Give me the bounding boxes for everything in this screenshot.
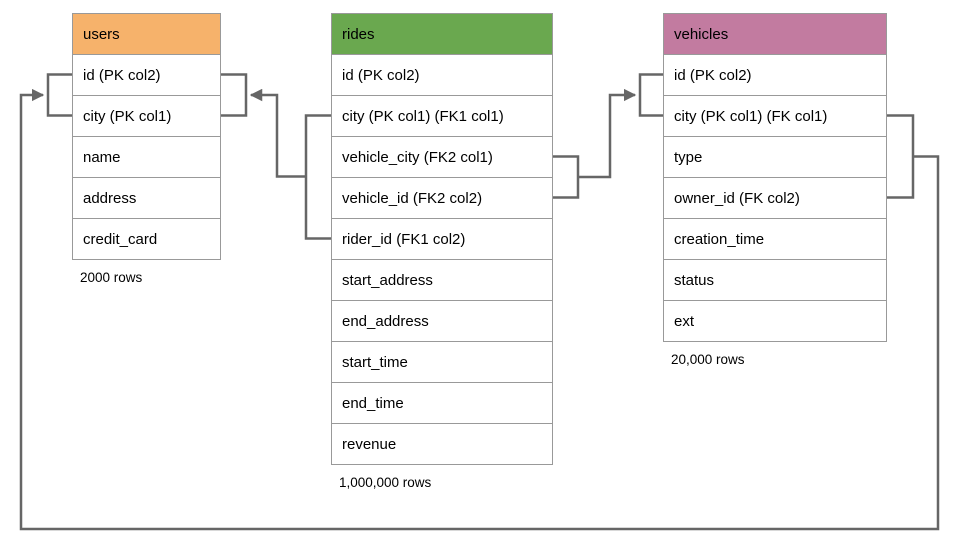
row-count-vehicles: 20,000 rows — [671, 352, 745, 367]
column-users-id: id (PK col2) — [72, 55, 221, 96]
table-users: users id (PK col2) city (PK col1) name a… — [72, 13, 221, 285]
column-vehicles-type: type — [663, 137, 887, 178]
table-header-vehicles: vehicles — [663, 13, 887, 55]
table-header-rides: rides — [331, 13, 553, 55]
column-vehicles-creation-time: creation_time — [663, 219, 887, 260]
fk2-rides-to-vehicles-arrow — [578, 88, 637, 179]
fk-vehicles-to-users-arrow — [19, 88, 940, 531]
users-left-bracket — [46, 73, 72, 117]
column-rides-city: city (PK col1) (FK1 col1) — [331, 96, 553, 137]
table-header-users: users — [72, 13, 221, 55]
column-users-credit-card: credit_card — [72, 219, 221, 260]
vehicles-left-bracket — [638, 73, 663, 117]
column-rides-revenue: revenue — [331, 424, 553, 465]
column-rides-end-address: end_address — [331, 301, 553, 342]
table-rides: rides id (PK col2) city (PK col1) (FK1 c… — [331, 13, 553, 490]
column-users-name: name — [72, 137, 221, 178]
column-vehicles-id: id (PK col2) — [663, 55, 887, 96]
fk1-rides-to-users-arrow — [249, 88, 306, 178]
rides-right-bracket — [553, 155, 580, 199]
column-rides-id: id (PK col2) — [331, 55, 553, 96]
column-users-address: address — [72, 178, 221, 219]
row-count-rides: 1,000,000 rows — [339, 475, 432, 490]
table-vehicles: vehicles id (PK col2) city (PK col1) (FK… — [663, 13, 887, 367]
column-vehicles-owner-id: owner_id (FK col2) — [663, 178, 887, 219]
column-rides-vehicle-city: vehicle_city (FK2 col1) — [331, 137, 553, 178]
users-right-bracket — [221, 73, 248, 117]
column-rides-rider-id: rider_id (FK1 col2) — [331, 219, 553, 260]
column-vehicles-status: status — [663, 260, 887, 301]
column-rides-start-address: start_address — [331, 260, 553, 301]
row-count-users: 2000 rows — [80, 270, 143, 285]
column-rides-start-time: start_time — [331, 342, 553, 383]
vehicles-right-bracket — [887, 114, 915, 199]
column-users-city: city (PK col1) — [72, 96, 221, 137]
column-rides-vehicle-id: vehicle_id (FK2 col2) — [331, 178, 553, 219]
column-vehicles-city: city (PK col1) (FK col1) — [663, 96, 887, 137]
rides-left-bracket — [304, 114, 331, 240]
column-rides-end-time: end_time — [331, 383, 553, 424]
column-vehicles-ext: ext — [663, 301, 887, 342]
